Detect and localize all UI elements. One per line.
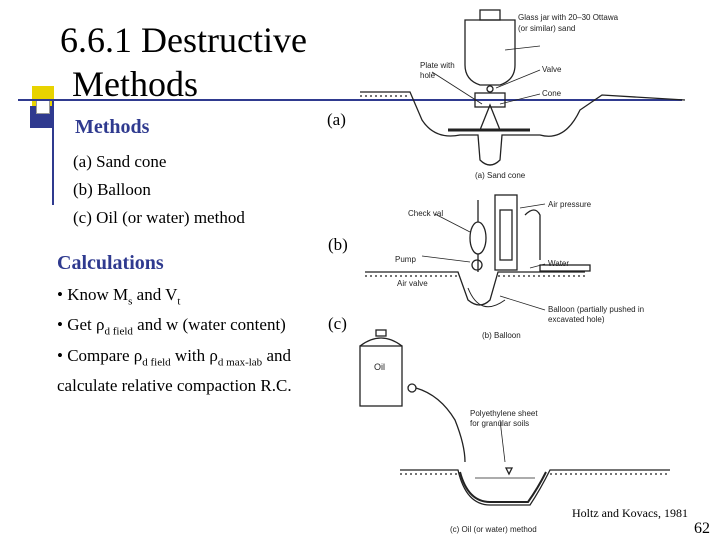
fig-caption-c: (c) Oil (or water) method	[450, 525, 537, 534]
label-c: (c)	[328, 314, 347, 333]
oil-method-diagram	[359, 329, 670, 506]
fig-caption-b: (b) Balloon	[482, 331, 521, 340]
label-a: (a)	[327, 110, 346, 129]
calculations-heading: Calculations	[57, 252, 164, 274]
title-line-2: Methods	[72, 64, 198, 104]
fig-caption-a: (a) Sand cone	[475, 171, 526, 180]
fig-text-cone: Cone	[542, 89, 562, 98]
fig-text-plate-2: hole	[420, 71, 436, 80]
method-item-sand-cone: (a) Sand cone	[73, 152, 167, 171]
fig-text-balloon: Balloon (partially pushed in	[548, 305, 644, 314]
fig-text-valve: Valve	[542, 65, 562, 74]
methods-list: (a) Sand cone (b) Balloon (c) Oil (or wa…	[73, 148, 245, 232]
bullet-compare-density: • Compare ρd field with ρd max-lab and	[57, 345, 291, 369]
fig-text-glass-jar: Glass jar with 20–30 Ottawa	[518, 13, 619, 22]
fig-text-water: Water	[548, 259, 569, 268]
method-item-balloon: (b) Balloon	[73, 180, 151, 199]
sand-cone-diagram	[360, 9, 686, 166]
bullet-compare-line2: calculate relative compaction R.C.	[57, 376, 292, 396]
slide-title: 6.6.1 Destructive Methods	[60, 18, 360, 106]
page-number: 62	[694, 520, 710, 537]
balloon-diagram	[365, 194, 591, 311]
method-item-oil: (c) Oil (or water) method	[73, 208, 245, 227]
fig-text-check-valve: Check val	[408, 209, 443, 218]
title-line-1: 6.6.1 Destructive	[60, 20, 307, 60]
label-b: (b)	[328, 235, 348, 254]
bullet-know-mass-volume: • Know Ms and Vt	[57, 285, 181, 308]
fig-text-pump: Pump	[395, 255, 416, 264]
fig-text-oil: Oil	[374, 362, 385, 372]
logo-square-white	[36, 100, 50, 114]
fig-text-plate: Plate with	[420, 61, 455, 70]
title-underline	[18, 99, 682, 101]
fig-text-glass-jar-2: (or similar) sand	[518, 24, 575, 33]
bullet-get-density: • Get ρd field and w (water content)	[57, 315, 286, 338]
calculation-bullets: • Know Ms and Vt • Get ρd field and w (w…	[57, 283, 387, 398]
methods-heading: Methods	[75, 116, 150, 138]
fig-text-air-pressure: Air pressure	[548, 200, 592, 209]
fig-text-polyethylene-2: for granular soils	[470, 419, 529, 428]
vertical-rule	[52, 99, 54, 205]
fig-text-balloon-2: excavated hole)	[548, 315, 605, 324]
field-density-figure: Glass jar with 20–30 Ottawa (or similar)…	[359, 9, 686, 534]
fig-text-polyethylene: Polyethylene sheet	[470, 409, 538, 418]
citation: Holtz and Kovacs, 1981	[572, 506, 688, 520]
fig-text-air-valve: Air valve	[397, 279, 428, 288]
